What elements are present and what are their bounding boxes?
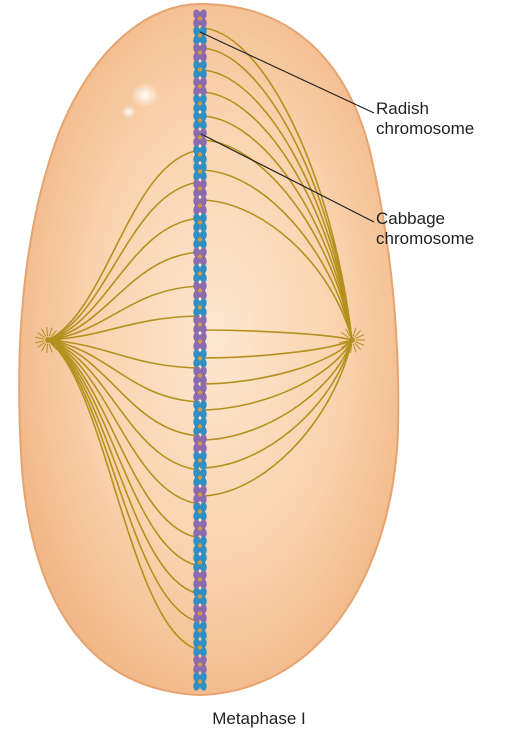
centromere: [198, 441, 202, 445]
centromere: [198, 203, 202, 207]
centrosome: [45, 337, 51, 343]
centromere: [198, 373, 202, 377]
centromere: [198, 475, 202, 479]
radish-label-line-1: Radish: [376, 99, 474, 119]
centromere: [198, 288, 202, 292]
centromere: [198, 237, 202, 241]
centromere: [198, 594, 202, 598]
centromere: [198, 169, 202, 173]
centromere: [198, 254, 202, 258]
centromere: [198, 152, 202, 156]
centromere: [198, 118, 202, 122]
centromere: [198, 424, 202, 428]
cabbage-label-line-1: Cabbage: [376, 209, 474, 229]
centromere: [198, 628, 202, 632]
centromere: [198, 101, 202, 105]
centromere: [198, 356, 202, 360]
centromere: [198, 679, 202, 683]
centromere: [198, 135, 202, 139]
centromere: [198, 543, 202, 547]
centromere: [198, 390, 202, 394]
centromere: [198, 339, 202, 343]
centromere: [198, 407, 202, 411]
centrosome: [349, 337, 355, 343]
centromere: [198, 322, 202, 326]
centromere: [198, 220, 202, 224]
centromere: [198, 271, 202, 275]
centromere: [198, 50, 202, 54]
radish-label-line-2: chromosome: [376, 119, 474, 139]
centromere: [198, 577, 202, 581]
figure-caption: Metaphase I: [0, 709, 518, 729]
centromere: [198, 611, 202, 615]
centromere: [198, 492, 202, 496]
centromere: [198, 305, 202, 309]
cell-highlight-small: [122, 106, 136, 118]
centromere: [198, 560, 202, 564]
centromere: [198, 662, 202, 666]
radish-chromosome-label: Radish chromosome: [376, 99, 474, 139]
centromere: [198, 509, 202, 513]
centromere: [198, 186, 202, 190]
cabbage-label-line-2: chromosome: [376, 229, 474, 249]
cell-highlight: [131, 83, 159, 107]
centromere: [198, 458, 202, 462]
cabbage-chromosome-label: Cabbage chromosome: [376, 209, 474, 249]
centromere: [198, 33, 202, 37]
centromere: [198, 84, 202, 88]
centromere: [198, 526, 202, 530]
centromere: [198, 16, 202, 20]
centromere: [198, 645, 202, 649]
centromere: [198, 67, 202, 71]
